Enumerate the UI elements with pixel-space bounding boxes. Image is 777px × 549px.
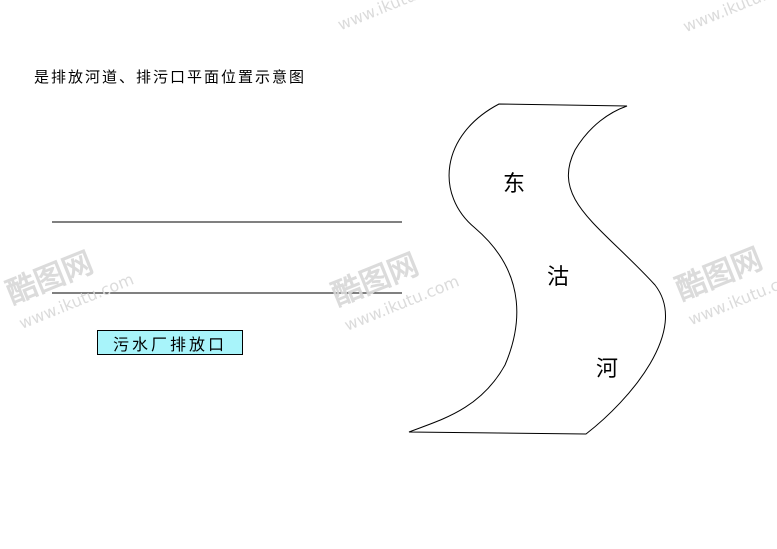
watermark-right: 酷图网 www.ikutu.com [671,242,777,329]
outfall-label-box: 污水厂排放口 [97,330,243,355]
river-char-gu: 沽 [547,265,569,290]
watermark-center: 酷图网 www.ikutu.com [327,247,462,334]
river-char-east: 东 [503,172,525,197]
watermark-url-top: www.ikutu.com [335,0,455,34]
river-outline [408,103,666,435]
watermark-top-right: www.ikutu.com [680,0,777,36]
watermark-url-top-right: www.ikutu.com [680,0,777,36]
river-char-he: 河 [596,357,618,382]
diagram-title: 是排放河道、排污口平面位置示意图 [34,68,307,86]
watermark-left: 酷图网 www.ikutu.com [2,245,137,332]
watermark-top: www.ikutu.com [335,0,455,34]
